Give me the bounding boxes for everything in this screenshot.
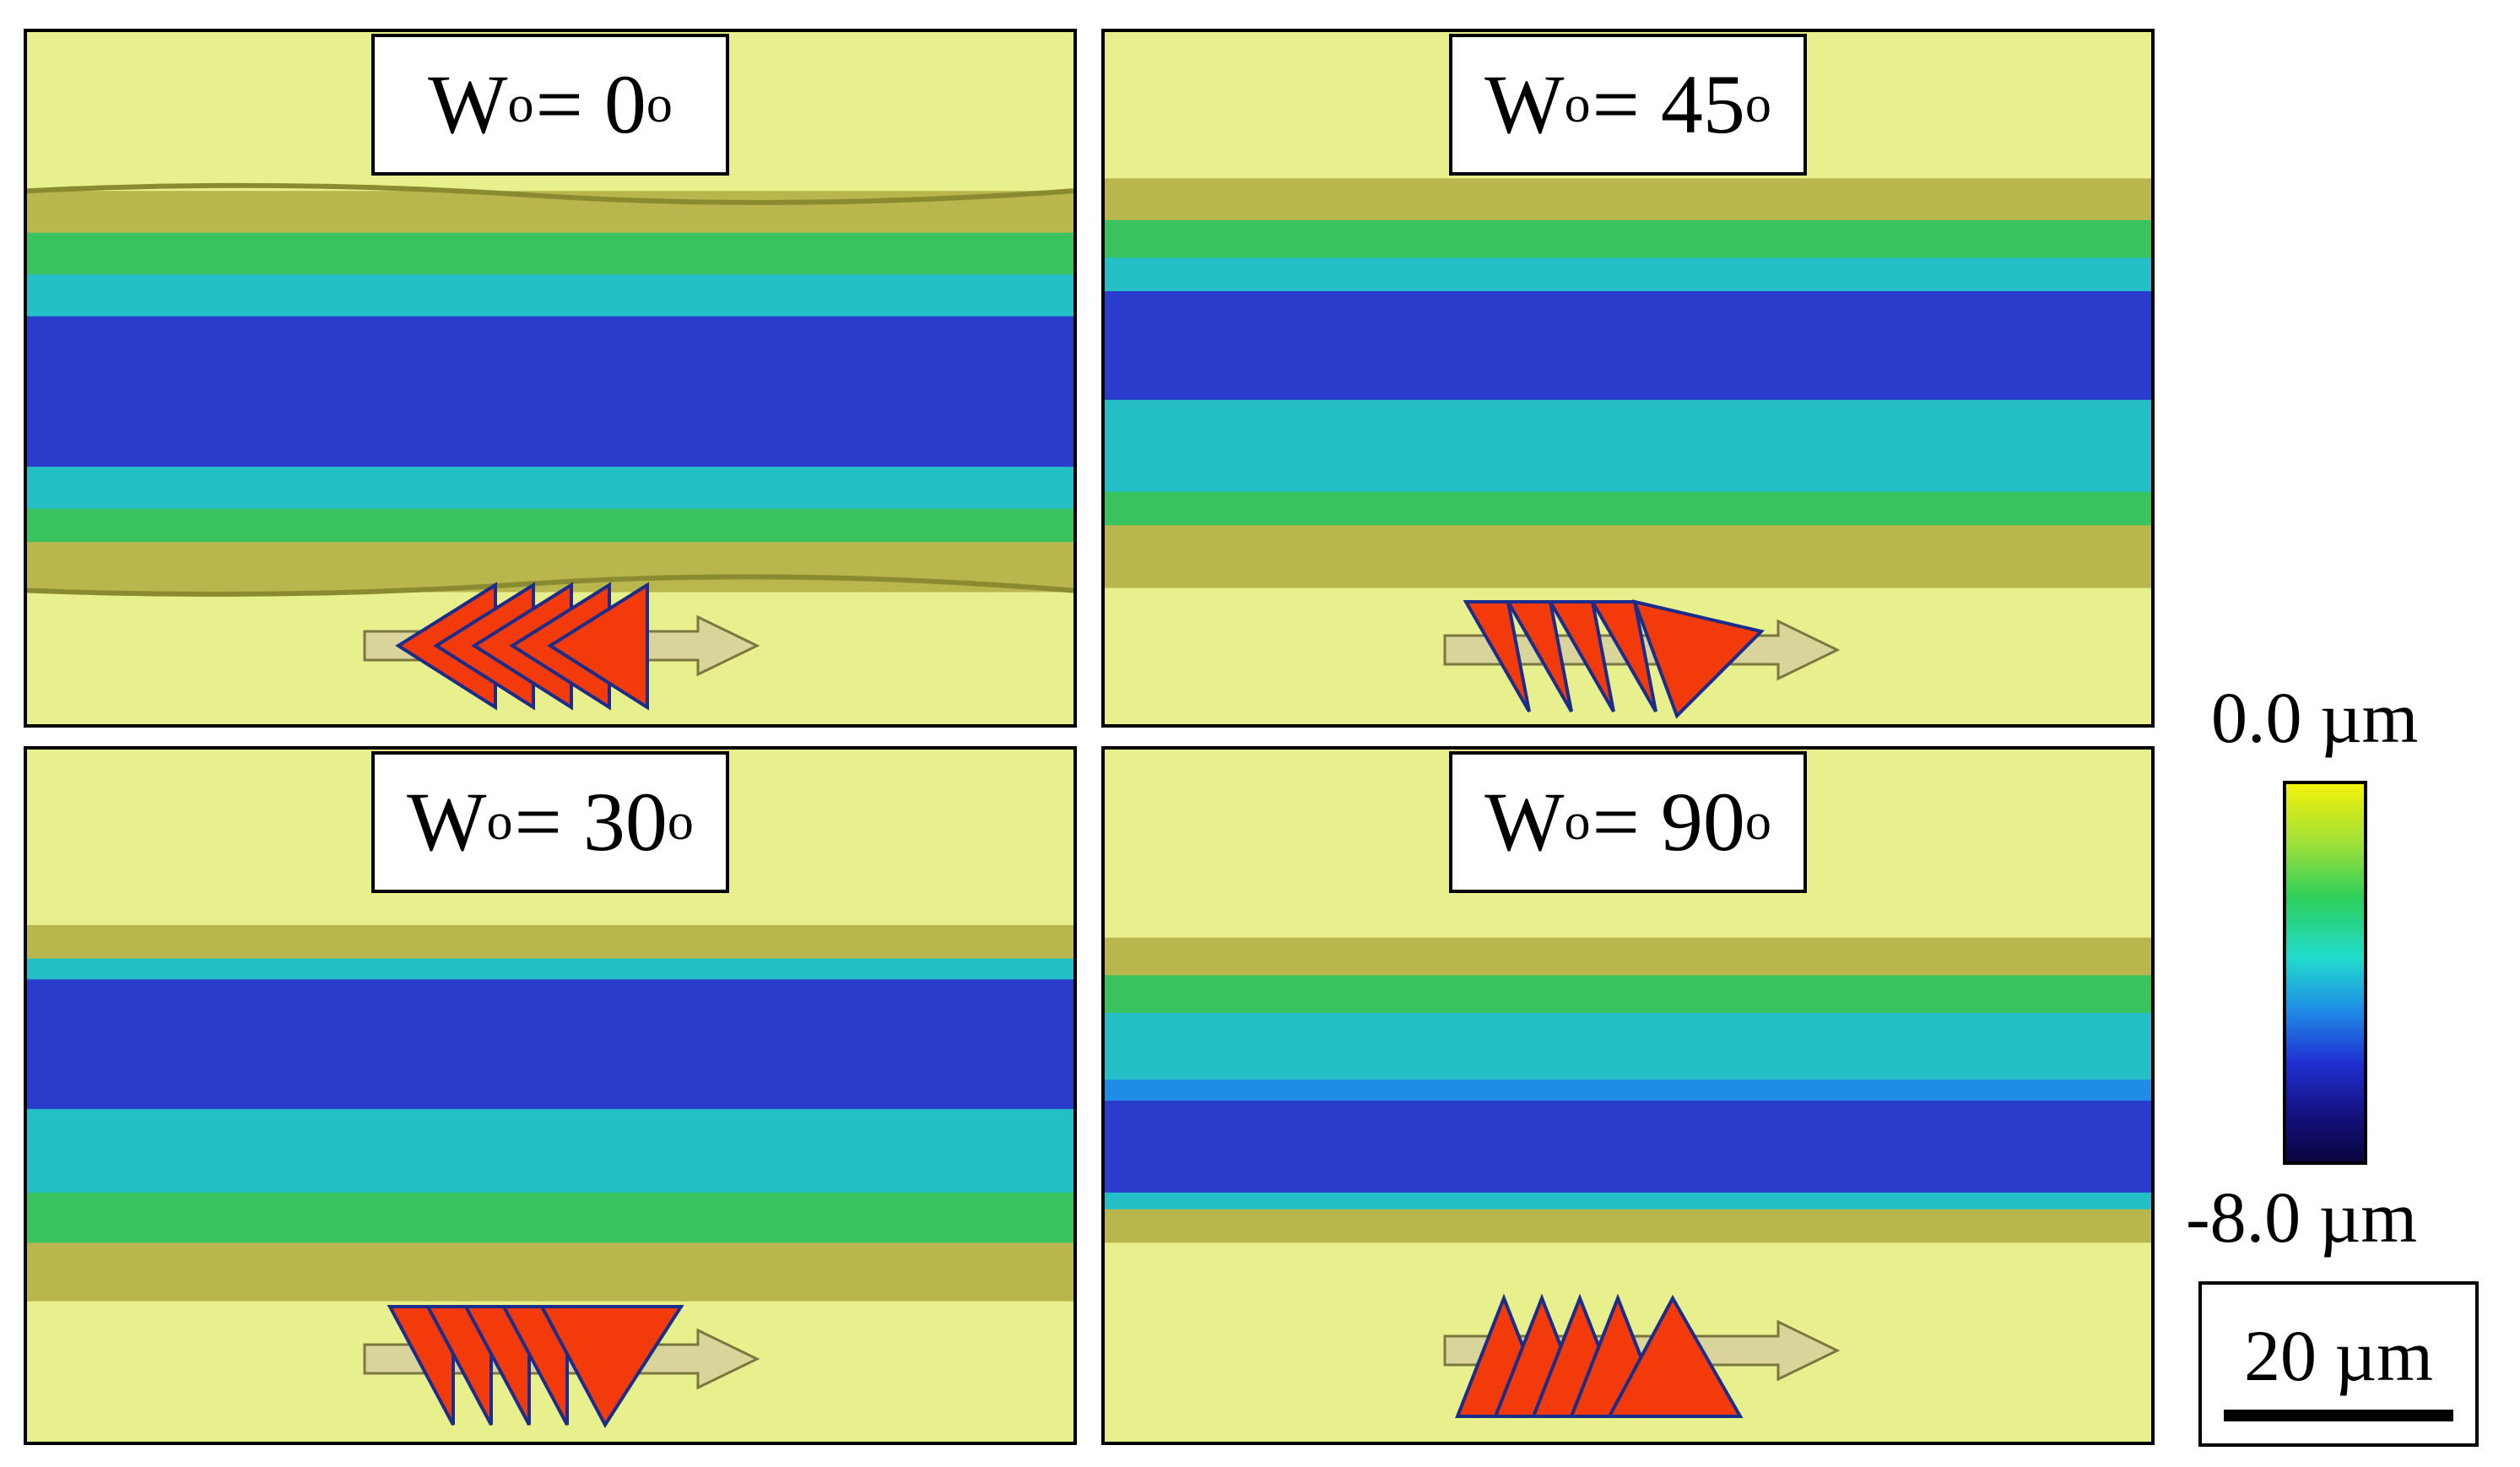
colorbar-min-label: -8.0 µm	[2186, 1177, 2418, 1258]
height-map	[1105, 32, 2151, 724]
scale-bar-label: 20 µm	[2244, 1315, 2433, 1396]
tool-orientation-icon	[363, 582, 760, 711]
tool-orientation-icon	[1443, 599, 1841, 719]
scale-bar: 20 µm	[2198, 1281, 2479, 1447]
depth-colorbar	[2283, 781, 2367, 1165]
tool-orientation-icon	[1443, 1293, 1841, 1418]
scale-bar-line	[2224, 1410, 2453, 1421]
colorbar-max-label: 0.0 µm	[2211, 677, 2419, 758]
tool-orientation-icon	[363, 1305, 760, 1428]
height-map	[1105, 750, 2151, 1442]
